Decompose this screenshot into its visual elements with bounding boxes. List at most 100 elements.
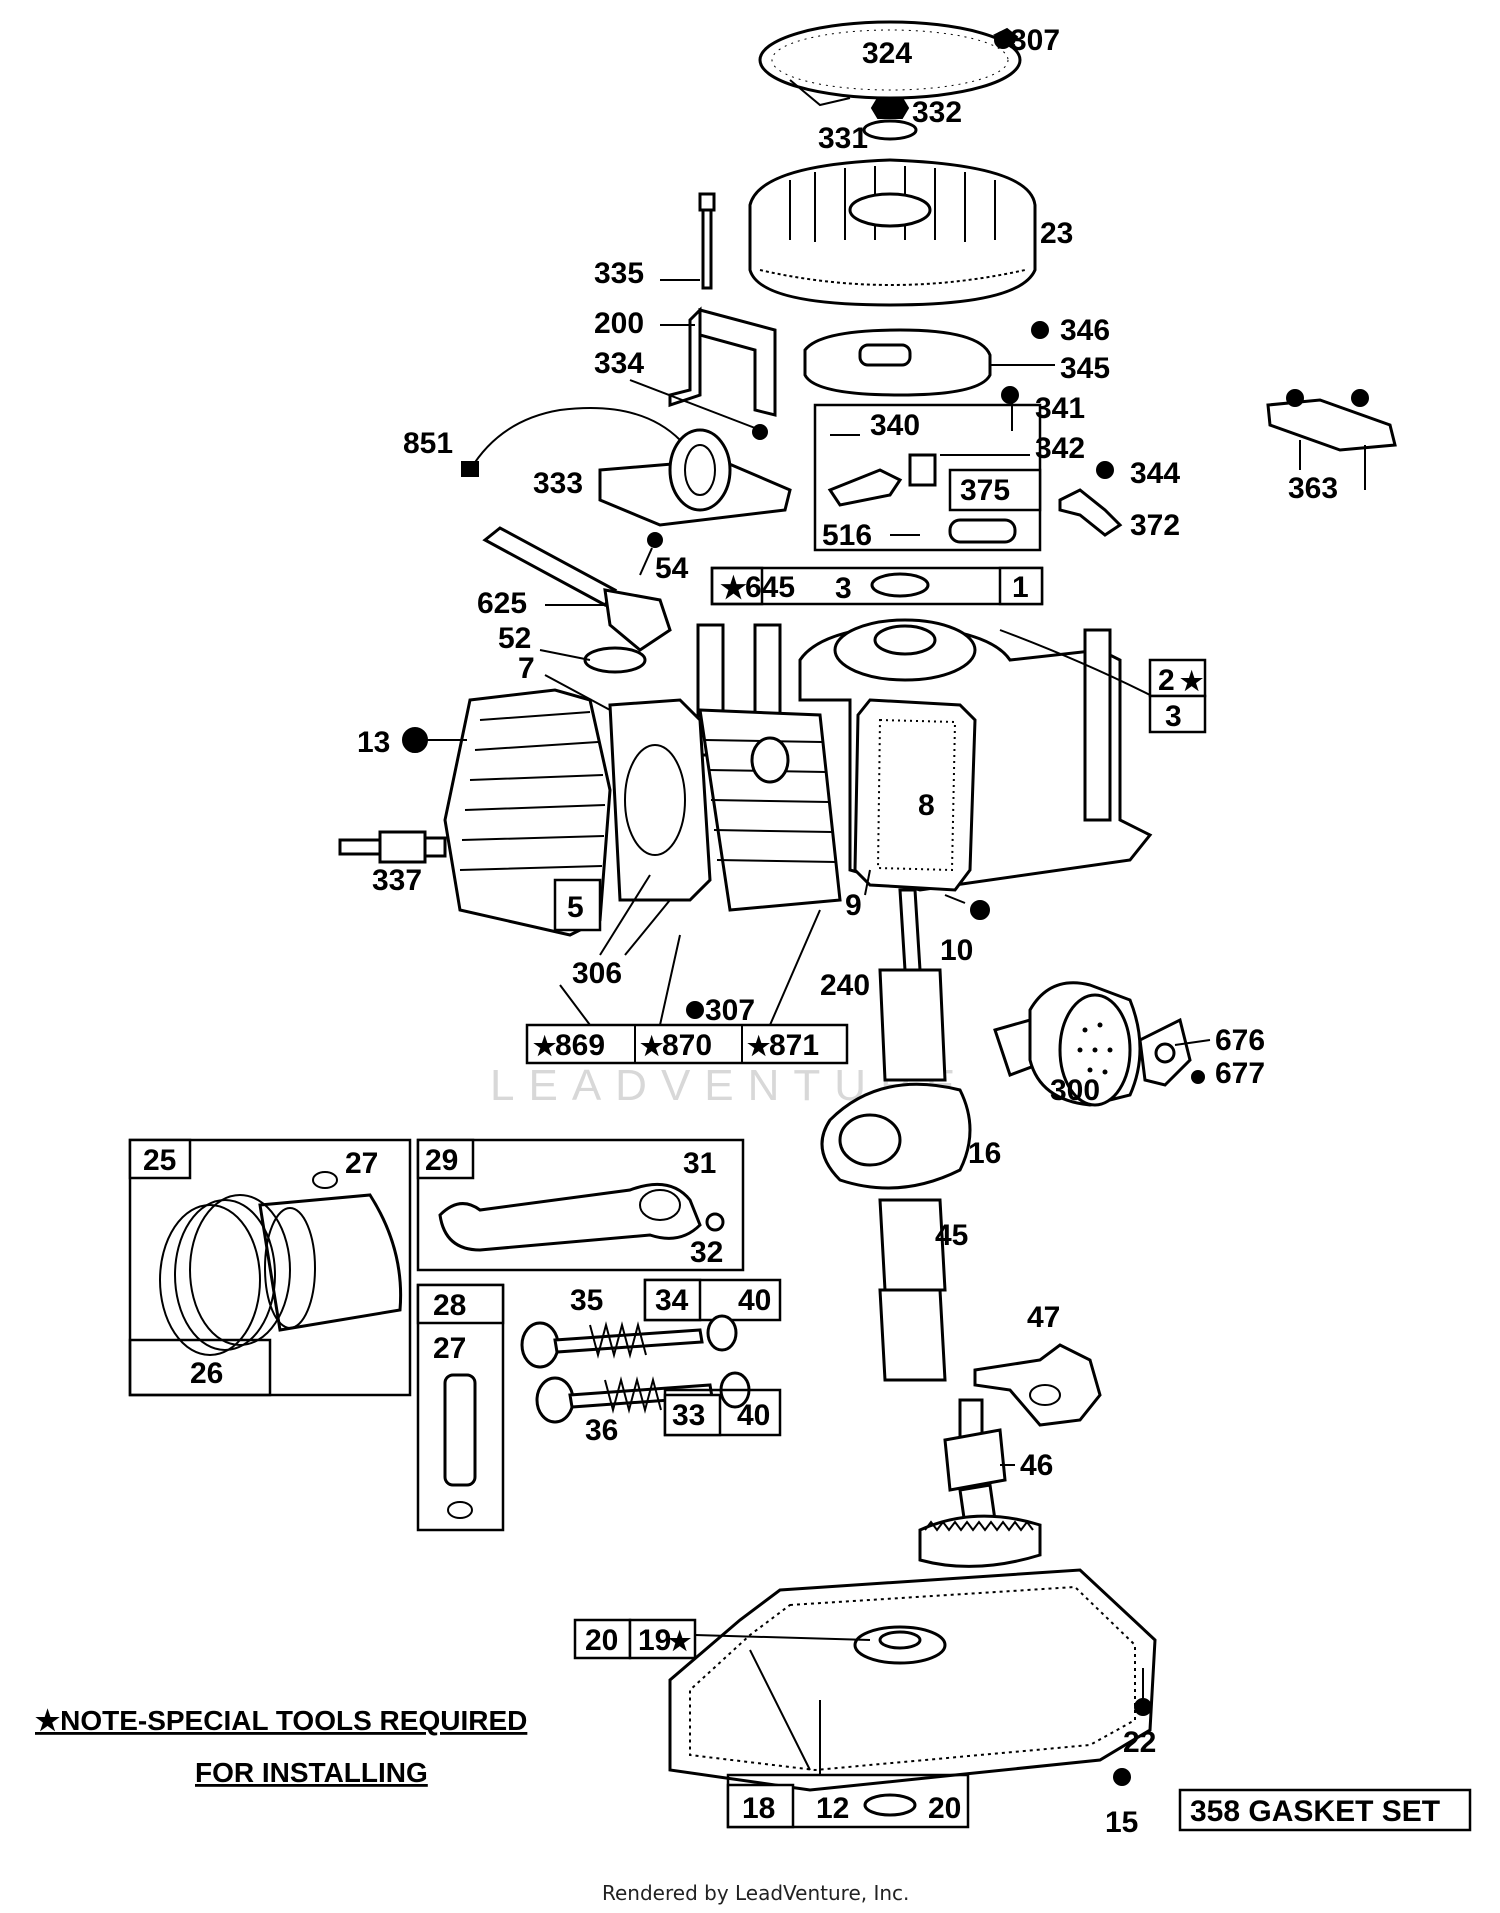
star-icon: ★ — [720, 572, 747, 605]
callout-363: 363 — [1288, 472, 1338, 505]
callout-307-mid: 307 — [705, 994, 755, 1027]
callout-870: 870 — [662, 1029, 712, 1062]
star-icon: ★ — [1180, 666, 1204, 696]
footer-credit: Rendered by LeadVenture, Inc. — [602, 1881, 909, 1905]
callout-27-piston: 27 — [345, 1147, 378, 1180]
box-3 — [1148, 694, 1207, 734]
box-375 — [948, 468, 1042, 512]
callout-31: 31 — [683, 1147, 716, 1180]
special-tools-note: ★NOTE-SPECIAL TOOLS REQUIRED — [35, 1705, 527, 1736]
callout-5: 5 — [567, 891, 584, 924]
callout-16: 16 — [968, 1137, 1001, 1170]
callout-300: 300 — [1050, 1074, 1100, 1107]
callout-27-pin: 27 — [433, 1332, 466, 1365]
box-26 — [128, 1338, 272, 1397]
camshaft-part — [918, 1398, 1042, 1568]
gasket-set-box — [1178, 1788, 1472, 1832]
breather-cover-part — [853, 698, 977, 892]
star-icon: ★ — [533, 1031, 557, 1061]
callout-331: 331 — [818, 122, 868, 155]
callout-33: 33 — [672, 1399, 705, 1432]
governor-part — [973, 1343, 1102, 1427]
switch-part — [827, 468, 903, 507]
callout-324: 324 — [862, 37, 912, 70]
callout-1: 1 — [1012, 571, 1029, 604]
box-33 — [663, 1393, 722, 1437]
armature-part — [598, 428, 792, 527]
callout-52: 52 — [498, 622, 531, 655]
callout-335: 335 — [594, 257, 644, 290]
valve-intake-part — [520, 1321, 704, 1369]
callout-7: 7 — [518, 652, 535, 685]
callout-676: 676 — [1215, 1024, 1265, 1057]
box-18 — [726, 1783, 795, 1829]
callout-18: 18 — [742, 1792, 775, 1825]
screw-icon — [1191, 1070, 1205, 1084]
callout-20-bottom: 20 — [928, 1792, 961, 1825]
switch-body — [908, 453, 937, 487]
box-34 — [643, 1278, 702, 1322]
callout-8: 8 — [918, 789, 935, 822]
sump-base-part — [668, 1568, 1157, 1792]
callout-677: 677 — [1215, 1057, 1265, 1090]
oil-seal-part — [863, 1793, 917, 1817]
spark-plug-part — [338, 830, 447, 864]
callout-337: 337 — [372, 864, 422, 897]
callout-345: 345 — [1060, 352, 1110, 385]
callout-307-top: 307 — [1010, 24, 1060, 57]
box-5 — [553, 878, 602, 932]
callout-12: 12 — [816, 1792, 849, 1825]
nut-washer-part — [862, 97, 918, 141]
callout-32: 32 — [690, 1236, 723, 1269]
piston-rings-part — [159, 1194, 291, 1356]
screw-icon — [1096, 461, 1114, 479]
callout-40-top: 40 — [738, 1284, 771, 1317]
callout-334: 334 — [594, 347, 644, 380]
sleeve-part — [948, 518, 1017, 544]
cylinder-barrel-part — [698, 708, 842, 912]
star-icon: ★ — [747, 1031, 771, 1061]
box-2-star — [1148, 658, 1207, 698]
special-tools-note-line2: FOR INSTALLING — [195, 1757, 428, 1788]
callout-645: 645 — [745, 571, 795, 604]
callout-516: 516 — [822, 519, 872, 552]
breather-tube-part — [482, 526, 672, 652]
gasket-set-label: 358 GASKET SET — [1190, 1795, 1440, 1828]
callout-3-right: 3 — [1165, 700, 1182, 733]
callout-45: 45 — [935, 1219, 968, 1252]
bolt-icon — [402, 727, 428, 753]
bracket-part — [668, 306, 777, 417]
callout-47: 47 — [1027, 1301, 1060, 1334]
callout-333: 333 — [533, 467, 583, 500]
head-gasket-part — [608, 698, 712, 902]
wire-terminal — [461, 461, 479, 477]
piston-pin-part — [443, 1373, 477, 1487]
callout-20-left: 20 — [585, 1624, 618, 1657]
box-29 — [416, 1138, 475, 1180]
box-19-star — [628, 1618, 697, 1660]
stator-plate-part — [803, 328, 992, 397]
screw-icon — [1031, 321, 1049, 339]
callout-28: 28 — [433, 1289, 466, 1322]
screw-icon — [686, 1001, 704, 1019]
callout-19: 19 — [638, 1624, 671, 1657]
star-icon: ★ — [640, 1031, 664, 1061]
callout-25: 25 — [143, 1144, 176, 1177]
flywheel-part — [748, 158, 1037, 307]
callout-2: 2 — [1158, 664, 1175, 697]
screw-icon — [752, 424, 768, 440]
callout-26: 26 — [190, 1357, 223, 1390]
callout-13: 13 — [357, 726, 390, 759]
bracket-372-part — [1058, 488, 1123, 537]
callout-340: 340 — [870, 409, 920, 442]
plug-icon — [1113, 1768, 1131, 1786]
callout-29: 29 — [425, 1144, 458, 1177]
clip-icon — [312, 1171, 338, 1189]
bracket-363-part — [1266, 389, 1397, 490]
callout-869: 869 — [555, 1029, 605, 1062]
callout-344: 344 — [1130, 457, 1180, 490]
seal-part — [870, 572, 930, 598]
connecting-rod-part — [438, 1182, 702, 1252]
clip-icon — [447, 1501, 473, 1519]
